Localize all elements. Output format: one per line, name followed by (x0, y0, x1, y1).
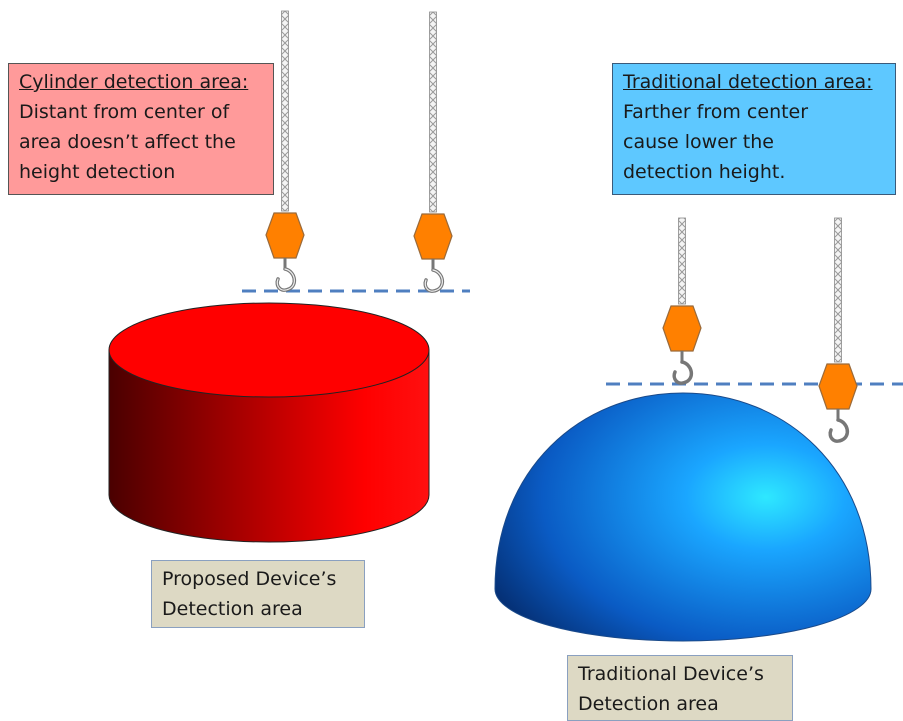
hook-weight-icon (818, 217, 858, 443)
proposed-label-line: Proposed Device’s (162, 568, 337, 590)
cylinder-note-line: height detection (19, 161, 176, 183)
cylinder-detection-shape (108, 302, 430, 543)
traditional-note-line: Farther from center (623, 101, 809, 123)
traditional-label-line: Traditional Device’s (578, 663, 764, 685)
traditional-note-title: Traditional detection area: (623, 71, 873, 93)
proposed-label-line: Detection area (162, 598, 303, 620)
proposed-device-label: Proposed Device’s Detection area (151, 560, 365, 628)
hook-weight-icon (662, 217, 702, 385)
cylinder-note-line: Distant from center of (19, 101, 230, 123)
hook-weight-icon (412, 10, 454, 293)
cylinder-note-box: Cylinder detection area: Distant from ce… (8, 63, 274, 195)
traditional-note-line: detection height. (623, 161, 786, 183)
traditional-device-label: Traditional Device’s Detection area (567, 655, 793, 721)
cylinder-note-title: Cylinder detection area: (19, 71, 249, 93)
traditional-label-line: Detection area (578, 693, 719, 715)
traditional-note-line: cause lower the (623, 131, 774, 153)
hemisphere-detection-shape (494, 392, 872, 642)
cylinder-note-line: area doesn’t affect the (19, 131, 236, 153)
traditional-note-box: Traditional detection area: Farther from… (612, 63, 896, 195)
